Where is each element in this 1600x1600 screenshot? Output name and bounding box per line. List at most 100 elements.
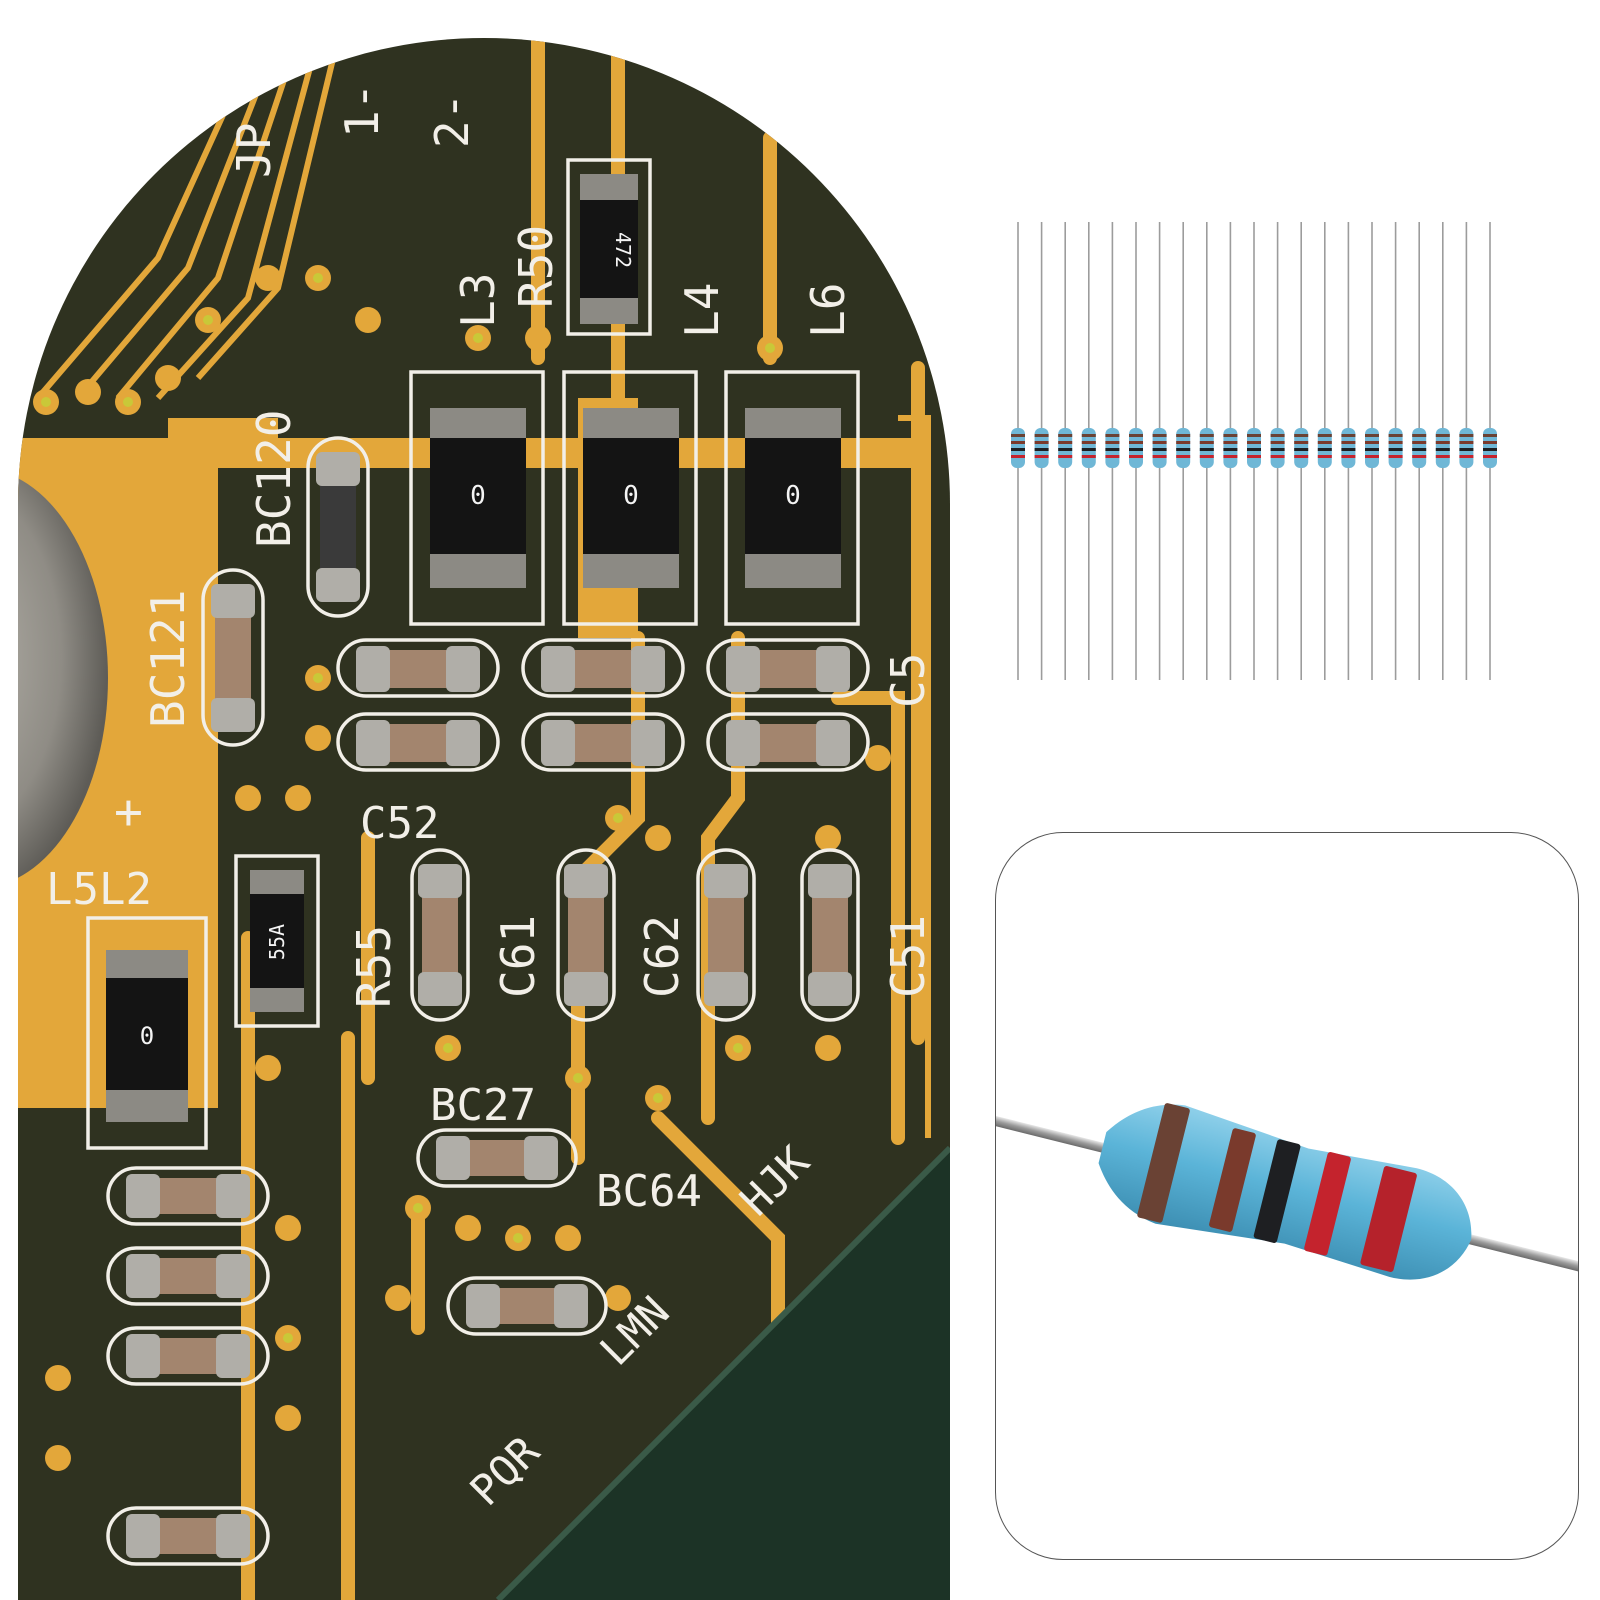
pack-resistor-band [1412, 448, 1427, 451]
pack-resistor-band [1388, 455, 1403, 458]
pack-resistor-band [1459, 434, 1474, 437]
color-bands [1137, 1103, 1417, 1272]
label-c5: C5 [881, 653, 935, 708]
pack-resistor-band [1034, 441, 1049, 444]
pack-resistor-band [1294, 448, 1309, 451]
resistor-pack [1011, 222, 1497, 680]
pack-resistor-band [1105, 441, 1120, 444]
pcb-photo: 0 0 0 0 472 55A [18, 38, 950, 1600]
pack-resistor-band [1459, 455, 1474, 458]
label-bc121: BC121 [141, 590, 195, 728]
vias [33, 265, 891, 1471]
pack-resistor-band [1152, 434, 1167, 437]
pack-resistor-band [1270, 434, 1285, 437]
pack-resistor-band [1294, 434, 1309, 437]
pack-resistor-band [1247, 441, 1261, 444]
label-plus: + [114, 784, 143, 840]
pack-resistor-band [1388, 441, 1403, 444]
pack-resistor-band [1152, 448, 1167, 451]
pack-resistor-band [1199, 448, 1214, 451]
pack-resistor-band [1058, 448, 1073, 451]
label-c62: C62 [635, 915, 689, 998]
pack-resistor-band [1365, 448, 1379, 451]
label-l5l2: L5L2 [46, 864, 152, 915]
pack-resistor-band [1388, 434, 1403, 437]
color-band-black [1253, 1139, 1301, 1243]
label-bc120: BC120 [247, 410, 301, 548]
smd-resistor-r50: 472 [580, 174, 638, 324]
pack-resistor [1034, 222, 1049, 680]
pack-resistor-band [1058, 455, 1073, 458]
pack-resistor-band [1247, 448, 1261, 451]
pack-resistor-band [1341, 455, 1356, 458]
pack-resistor-band [1341, 448, 1356, 451]
pack-resistor-band [1223, 455, 1238, 458]
lead-right [1460, 1232, 1578, 1281]
resistor-closeup-part [996, 1103, 1578, 1281]
color-band-brown [1137, 1103, 1190, 1223]
label-1: 1- [335, 83, 389, 138]
pack-resistor [1176, 222, 1191, 680]
pack-resistor-band [1247, 434, 1261, 437]
pack-resistor [1270, 222, 1285, 680]
pack-resistor-band [1034, 455, 1049, 458]
pack-resistor-band [1199, 441, 1214, 444]
ceramic-capacitors-vertical [211, 452, 852, 1006]
pack-resistor [1152, 222, 1167, 680]
label-c61: C61 [491, 915, 545, 998]
via-holes [41, 273, 775, 1343]
pack-resistor-band [1483, 448, 1497, 451]
pack-resistor-band [1105, 434, 1120, 437]
pack-resistor-band [1435, 448, 1450, 451]
zero-ohm-resistors: 0 0 0 0 [106, 408, 841, 1122]
label-jp: JP [227, 123, 281, 178]
silkscreen-outlines [86, 158, 870, 1566]
color-band-red [1360, 1166, 1417, 1272]
pack-resistor-band [1435, 441, 1450, 444]
pack-resistor-band [1152, 441, 1167, 444]
pack-resistor-band [1105, 455, 1120, 458]
pack-resistor-band [1081, 448, 1096, 451]
label-r50: R50 [509, 225, 563, 308]
pack-resistor-band [1199, 455, 1214, 458]
pack-resistor [1129, 222, 1143, 680]
pack-resistor-band [1129, 455, 1143, 458]
pack-resistor-band [1247, 455, 1261, 458]
pack-resistor-band [1011, 455, 1025, 458]
pack-resistor-band [1270, 455, 1285, 458]
pack-resistor-band [1483, 441, 1497, 444]
zero-ohm-mark-3: 0 [785, 481, 801, 511]
pack-resistor-band [1223, 448, 1238, 451]
pack-resistor-band [1011, 434, 1025, 437]
pack-resistor-band [1034, 448, 1049, 451]
pack-resistor [1247, 222, 1261, 680]
pack-resistor [1223, 222, 1238, 680]
pack-resistor-band [1459, 448, 1474, 451]
pack-resistor-band [1317, 448, 1332, 451]
pack-resistor [1459, 222, 1474, 680]
pack-resistor-band [1483, 434, 1497, 437]
pack-resistor-band [1317, 434, 1332, 437]
pack-resistor-band [1129, 441, 1143, 444]
pack-resistor-band [1435, 434, 1450, 437]
pack-resistor-band [1176, 448, 1191, 451]
pack-resistor-band [1365, 434, 1379, 437]
resistor-closeup-card [995, 832, 1579, 1560]
ceramic-capacitors [126, 646, 850, 1558]
pack-resistor [1058, 222, 1073, 680]
pack-resistor-band [1011, 441, 1025, 444]
label-2: 2- [425, 93, 479, 148]
label-r55: R55 [347, 925, 401, 1008]
pack-resistor-band [1270, 441, 1285, 444]
pack-resistor-band [1317, 455, 1332, 458]
pack-resistor-band [1270, 448, 1285, 451]
pack-resistor-band [1483, 455, 1497, 458]
pack-resistor [1483, 222, 1497, 680]
pack-resistor [1011, 222, 1025, 680]
r50-code: 472 [611, 232, 635, 268]
label-l6: L6 [801, 283, 855, 338]
pack-resistor-band [1058, 434, 1073, 437]
pack-resistor-band [1081, 455, 1096, 458]
pack-resistor-band [1034, 434, 1049, 437]
pack-resistor-band [1129, 448, 1143, 451]
